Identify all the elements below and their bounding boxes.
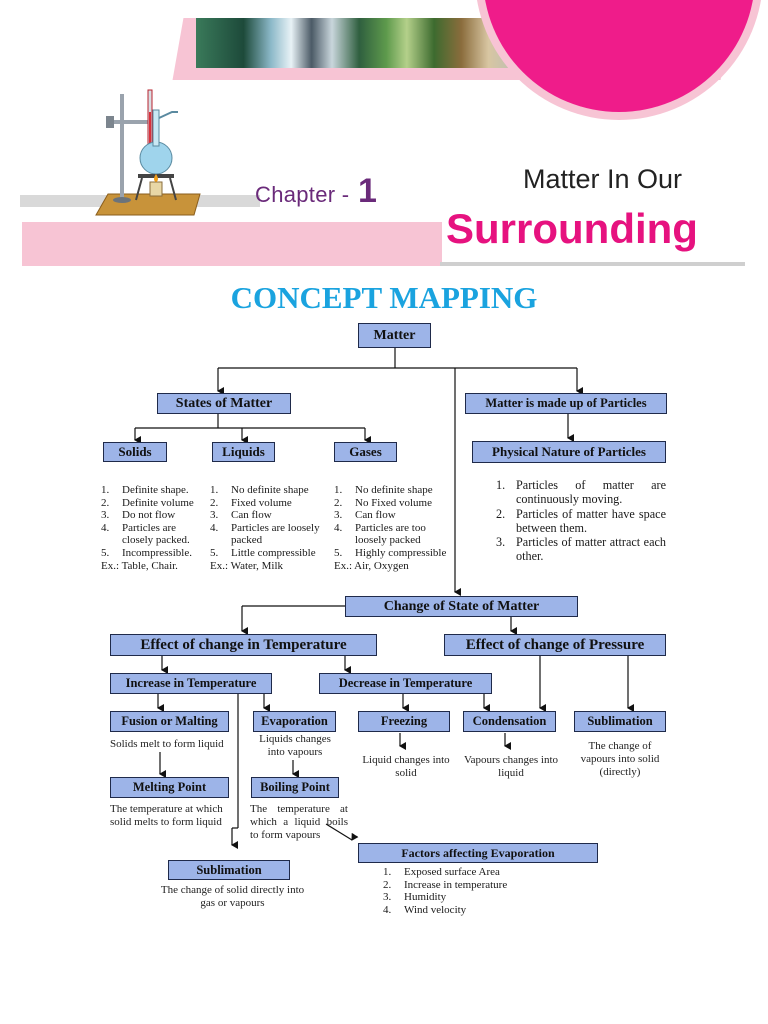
condensation-description: Vapours changes into liquid xyxy=(463,754,559,779)
box-evaporation: Evaporation xyxy=(253,711,336,732)
boiling-point-description: The temperature at which a liquid boils … xyxy=(250,803,348,841)
solids-properties-list: 1.Definite shape. 2.Definite volume 3.Do… xyxy=(101,484,201,572)
box-freezing: Freezing xyxy=(358,711,450,732)
list-item: 1.Particles of matter are continuously m… xyxy=(496,478,666,507)
box-change-of-state: Change of State of Matter xyxy=(345,596,578,617)
box-gases: Gases xyxy=(334,442,397,462)
list-item: 5.Little compressible xyxy=(210,546,316,559)
list-item: 5.Incompressible. xyxy=(101,546,192,559)
evaporation-description: Liquids changes into vapours xyxy=(259,733,331,758)
list-item: 3.Humidity xyxy=(383,891,447,904)
physical-nature-list: 1.Particles of matter are continuously m… xyxy=(496,478,666,564)
list-item: 1.No definite shape xyxy=(210,484,309,496)
list-item: 1.Exposed surface Area xyxy=(383,866,500,878)
list-item: 2.Definite volume xyxy=(101,496,194,509)
box-made-up-of-particles: Matter is made up of Particles xyxy=(465,393,667,414)
box-increase-temperature: Increase in Temperature xyxy=(110,673,272,694)
liquids-example: Ex.: Water, Milk xyxy=(210,559,284,572)
factors-evaporation-list: 1.Exposed surface Area 2.Increase in tem… xyxy=(383,866,563,916)
list-item: 4.Particles are too loosely packed xyxy=(334,521,426,547)
list-item: 5.Highly compressible xyxy=(334,546,447,559)
lab-apparatus-illustration xyxy=(95,89,201,216)
sublimation-bottom-description: The change of solid directly into gas or… xyxy=(160,884,305,909)
list-item: 4.Wind velocity xyxy=(383,903,467,916)
chapter-number: 1 xyxy=(358,172,377,210)
header-underline xyxy=(440,262,745,266)
box-boiling-point: Boiling Point xyxy=(251,777,339,798)
list-item: 1.No definite shape xyxy=(334,484,433,496)
box-sublimation-solid-to-gas: Sublimation xyxy=(168,860,290,880)
page-title: CONCEPT MAPPING xyxy=(230,280,538,315)
list-item: 1.Definite shape. xyxy=(101,484,189,496)
box-physical-nature: Physical Nature of Particles xyxy=(472,441,666,463)
chapter-title-line2: Surrounding xyxy=(446,205,698,252)
list-item: 3.Do not flow xyxy=(101,509,176,522)
melting-point-description: The temperature at which solid melts to … xyxy=(110,803,223,828)
box-liquids: Liquids xyxy=(212,442,275,462)
box-effect-pressure: Effect of change of Pressure xyxy=(444,634,666,656)
list-item: 3.Can flow xyxy=(210,509,272,522)
list-item: 2.Fixed volume xyxy=(210,496,292,509)
header-photo-strip xyxy=(196,18,536,68)
chapter-label: Chapter - xyxy=(255,182,350,207)
list-item: 2.Particles of matter have space between… xyxy=(496,506,666,535)
list-item: 4.Particles are closely packed. xyxy=(101,521,190,547)
box-condensation: Condensation xyxy=(463,711,556,732)
box-decrease-temperature: Decrease in Temperature xyxy=(319,673,492,694)
box-matter: Matter xyxy=(358,323,431,348)
fusion-description: Solids melt to form liquid xyxy=(110,738,224,750)
box-fusion: Fusion or Malting xyxy=(110,711,229,732)
gases-example: Ex.: Air, Oxygen xyxy=(334,559,409,572)
liquids-properties-list: 1.No definite shape 2.Fixed volume 3.Can… xyxy=(210,484,328,572)
list-item: 3.Particles of matter attract each other… xyxy=(496,535,666,564)
list-item: 4.Particles are loosely packed xyxy=(210,521,320,547)
list-item: 2.Increase in temperature xyxy=(383,878,508,891)
list-item: 3.Can flow xyxy=(334,509,396,522)
gases-properties-list: 1.No definite shape 2.No Fixed volume 3.… xyxy=(334,484,454,572)
box-factors-evaporation: Factors affecting Evaporation xyxy=(358,843,598,863)
box-solids: Solids xyxy=(103,442,167,462)
box-states-of-matter: States of Matter xyxy=(157,393,291,414)
box-melting-point: Melting Point xyxy=(110,777,229,798)
freezing-description: Liquid changes into solid xyxy=(362,754,450,779)
box-effect-temperature: Effect of change in Temperature xyxy=(110,634,377,656)
header-pink-band xyxy=(22,222,442,266)
list-item: 2.No Fixed volume xyxy=(334,496,432,509)
chapter-title-line1: Matter In Our xyxy=(523,164,683,194)
sublimation-right-description: The change of vapours into solid (direct… xyxy=(580,740,660,778)
box-sublimation-vapour-to-solid: Sublimation xyxy=(574,711,666,732)
solids-example: Ex.: Table, Chair. xyxy=(101,559,178,572)
